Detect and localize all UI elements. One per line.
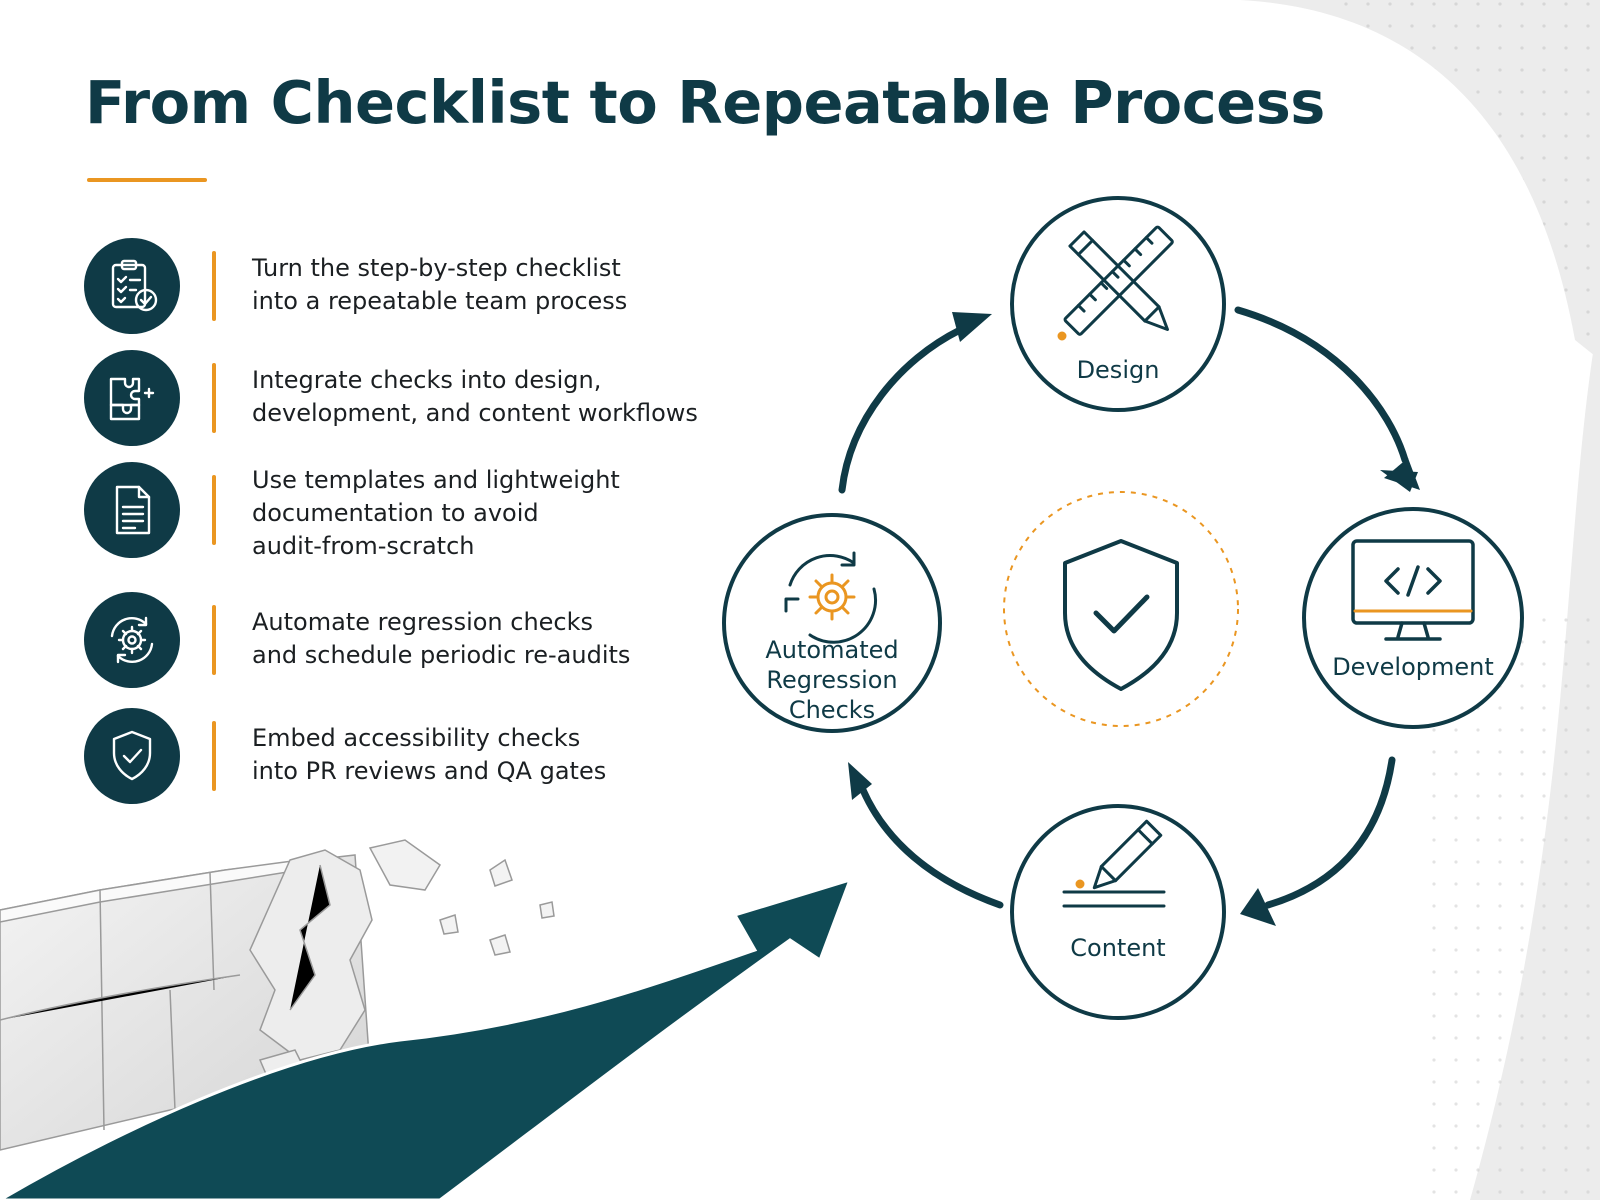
gear-cycle-icon — [84, 592, 180, 688]
gear-cycle-icon — [784, 551, 878, 644]
item-line: Integrate checks into design, — [252, 366, 602, 394]
document-icon — [84, 462, 180, 558]
item-line: audit-from-scratch — [252, 532, 475, 560]
shield-check-icon — [1003, 491, 1239, 727]
item-text: Integrate checks into design, developmen… — [252, 364, 722, 430]
list-item-automate: Automate regression checks and schedule … — [84, 592, 724, 688]
item-line: documentation to avoid — [252, 499, 539, 527]
accent-bar — [212, 363, 216, 433]
stage-label-line: Regression — [766, 666, 898, 694]
item-line: Turn the step-by-step checklist — [252, 254, 621, 282]
stage-label-line: Automated — [765, 636, 899, 664]
monitor-code-icon — [1351, 539, 1475, 641]
stage-automated-regression-checks: Automated Regression Checks — [722, 513, 942, 733]
item-text: Automate regression checks and schedule … — [252, 606, 722, 672]
stage-content: Content — [1010, 804, 1226, 1020]
list-item-embed: Embed accessibility checks into PR revie… — [84, 708, 724, 804]
puzzle-icon — [84, 350, 180, 446]
page-title: From Checklist to Repeatable Process — [85, 68, 1325, 137]
stage-label: Automated Regression Checks — [726, 635, 938, 725]
accent-bar — [212, 475, 216, 545]
stage-label: Content — [1070, 934, 1166, 962]
stage-development: Development — [1302, 507, 1524, 729]
item-line: Automate regression checks — [252, 608, 594, 636]
stage-label: Design — [1076, 356, 1160, 384]
list-item-templates: Use templates and lightweight documentat… — [84, 462, 724, 560]
item-text: Use templates and lightweight documentat… — [252, 464, 722, 563]
accent-bar — [212, 605, 216, 675]
item-text: Turn the step-by-step checklist into a r… — [252, 252, 722, 318]
accent-bar — [212, 721, 216, 791]
item-line: into PR reviews and QA gates — [252, 757, 607, 785]
pencil-ruler-icon — [1057, 225, 1174, 341]
list-item-checklist: Turn the step-by-step checklist into a r… — [84, 238, 724, 334]
item-line: development, and content workflows — [252, 399, 698, 427]
item-line: Embed accessibility checks — [252, 724, 581, 752]
item-text: Embed accessibility checks into PR revie… — [252, 722, 722, 788]
pencil-writing-icon — [1062, 819, 1166, 908]
list-item-integrate: Integrate checks into design, developmen… — [84, 350, 724, 446]
item-line: into a repeatable team process — [252, 287, 628, 315]
item-line: and schedule periodic re-audits — [252, 641, 631, 669]
stage-label-line: Checks — [788, 696, 876, 724]
stage-label: Development — [1332, 653, 1494, 681]
accent-bar — [212, 251, 216, 321]
clipboard-check-icon — [84, 238, 180, 334]
shield-check-icon — [84, 708, 180, 804]
item-line: Use templates and lightweight — [252, 466, 620, 494]
title-underline — [87, 178, 207, 182]
upward-arrow — [0, 877, 853, 1200]
stage-design: Design — [1010, 196, 1226, 412]
